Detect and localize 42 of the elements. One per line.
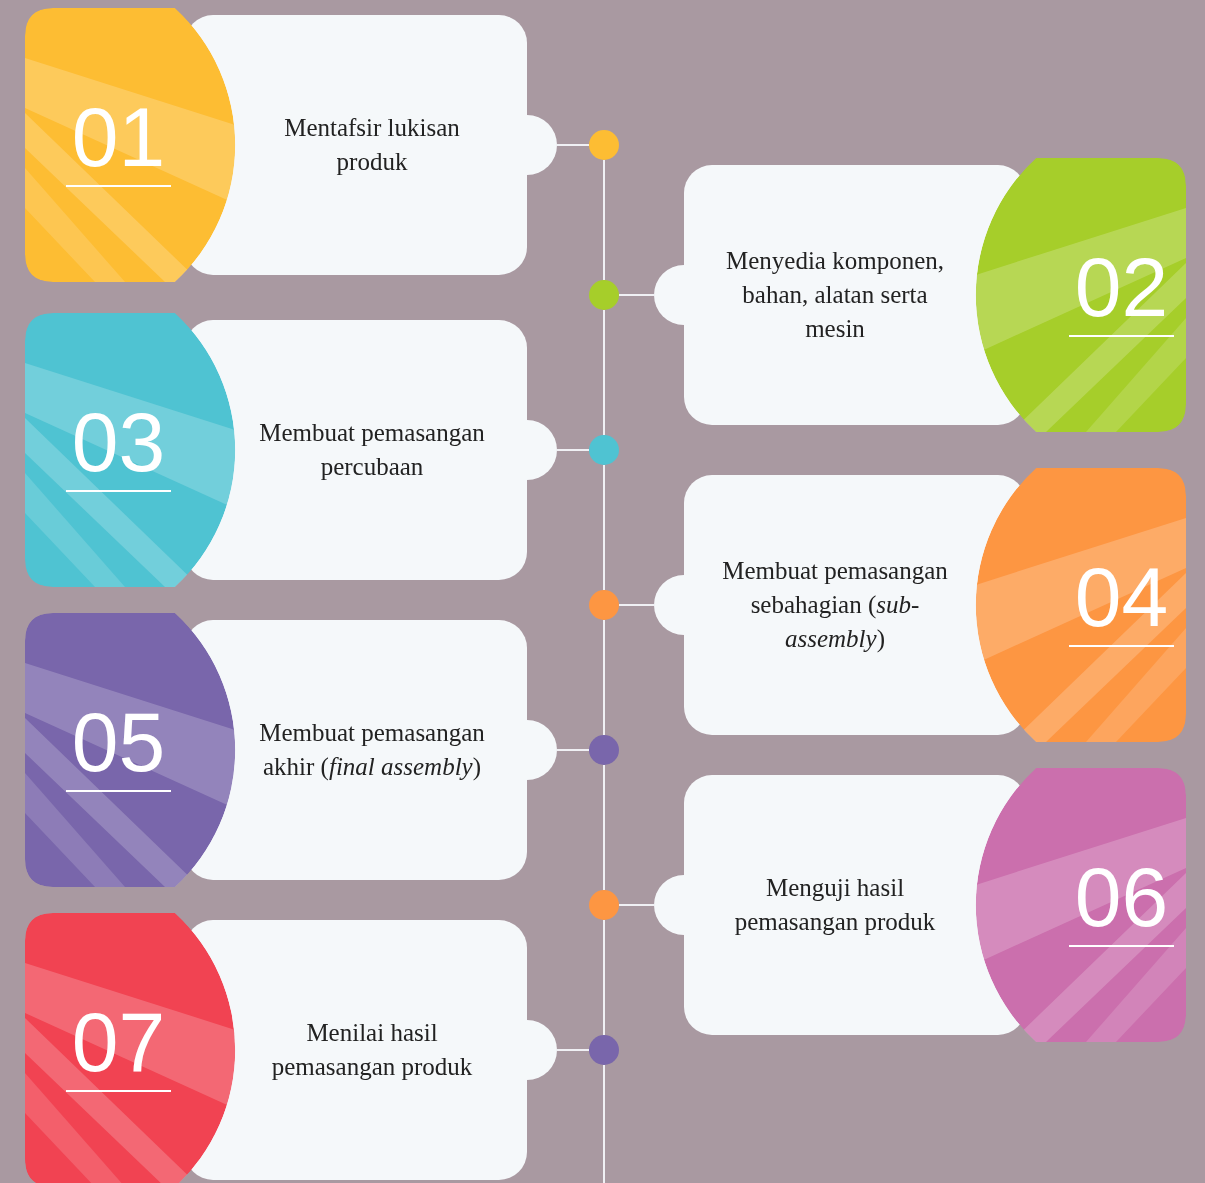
step-description: Membuat pemasangan sebahagian (sub-assembly) <box>721 556 949 654</box>
step-description: Menguji hasil pemasangan produk <box>733 873 937 937</box>
timeline-dot <box>589 435 619 465</box>
connector-line <box>556 749 590 751</box>
connector-line <box>603 1064 605 1183</box>
step-card <box>25 8 557 282</box>
step-description: Mentafsir lukisan produk <box>283 113 461 177</box>
step-description: Membuat pemasangan akhir (final assembly) <box>258 718 486 783</box>
step-number: 07 <box>66 1000 171 1092</box>
connector-line <box>603 619 605 736</box>
step-number: 06 <box>1069 855 1174 947</box>
connector-line <box>556 144 590 146</box>
step-card <box>654 158 1186 432</box>
step-number: 01 <box>66 95 171 187</box>
connector-line <box>618 294 655 296</box>
connector-line <box>556 449 590 451</box>
timeline-dot <box>589 1035 619 1065</box>
step-card <box>654 768 1186 1042</box>
connector-line <box>603 309 605 436</box>
connector-line <box>556 1049 590 1051</box>
step-card <box>25 913 557 1183</box>
timeline-dot <box>589 130 619 160</box>
connector-line <box>618 904 655 906</box>
step-number: 03 <box>66 400 171 492</box>
step-description: Menyedia komponen, bahan, alatan serta mesin <box>725 246 945 344</box>
step-number: 05 <box>66 700 171 792</box>
timeline-dot <box>589 890 619 920</box>
connector-line <box>618 604 655 606</box>
timeline-dot <box>589 590 619 620</box>
step-number: 04 <box>1069 555 1174 647</box>
connector-line <box>603 764 605 891</box>
step-card <box>25 313 557 587</box>
connector-line <box>603 464 605 591</box>
connector-line <box>603 919 605 1036</box>
step-card <box>25 613 557 887</box>
step-description: Membuat pemasangan percubaan <box>258 418 486 482</box>
step-card <box>654 468 1186 742</box>
timeline-dot <box>589 735 619 765</box>
timeline-dot <box>589 280 619 310</box>
step-number: 02 <box>1069 245 1174 337</box>
step-description: Menilai hasil pemasangan produk <box>270 1018 474 1082</box>
connector-line <box>603 159 605 281</box>
